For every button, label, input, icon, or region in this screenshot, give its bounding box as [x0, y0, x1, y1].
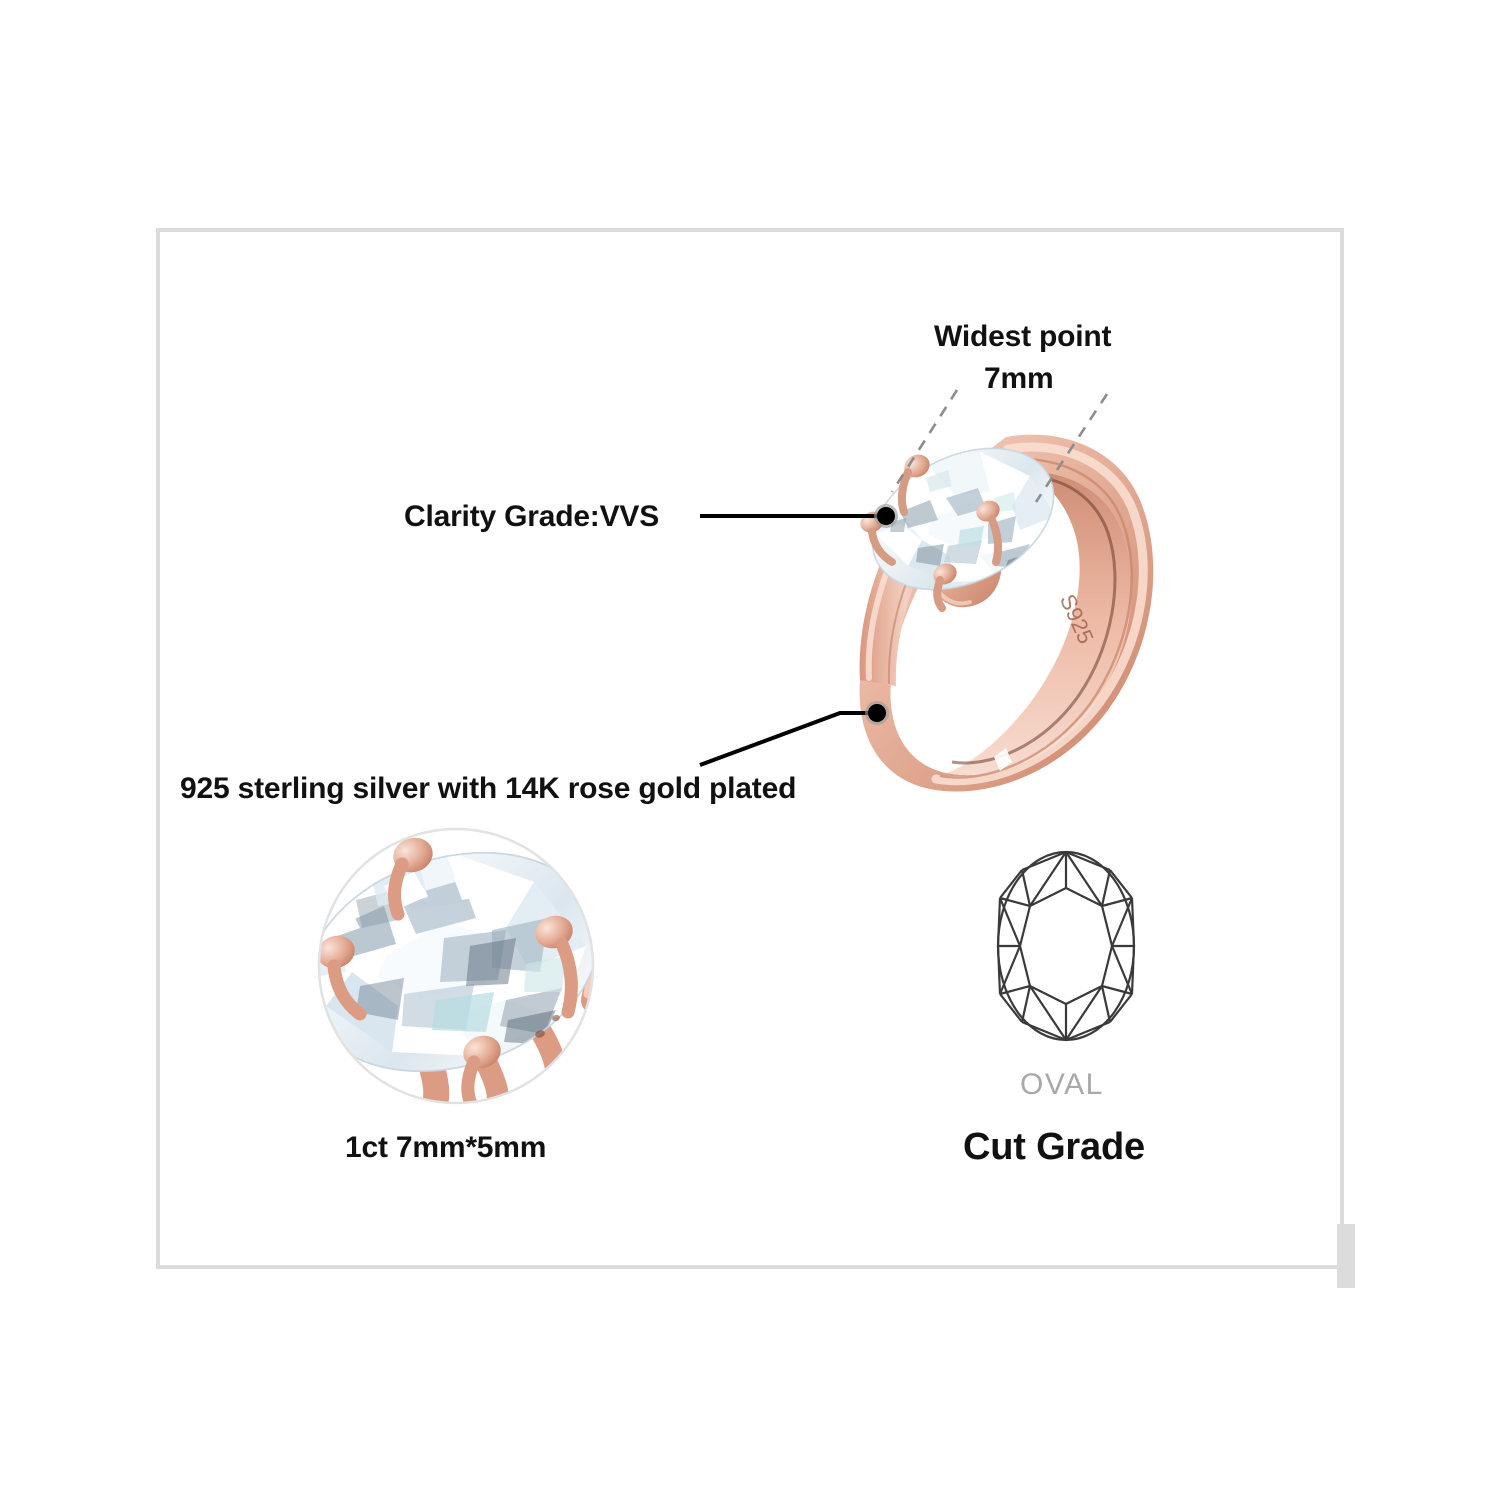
cut-shape-name: OVAL: [1020, 1068, 1104, 1101]
cut-grade-title: Cut Grade: [963, 1126, 1145, 1168]
clarity-grade-label: Clarity Grade:VVS: [404, 500, 660, 533]
scrollbar-thumb[interactable]: [1337, 1224, 1355, 1288]
stone-size-caption: 1ct 7mm*5mm: [345, 1131, 547, 1164]
widest-point-label-line2: 7mm: [984, 362, 1054, 395]
material-label: 925 sterling silver with 14K rose gold p…: [180, 772, 797, 805]
content-frame: [156, 228, 1344, 1269]
widest-point-label-line1: Widest point: [934, 320, 1112, 353]
